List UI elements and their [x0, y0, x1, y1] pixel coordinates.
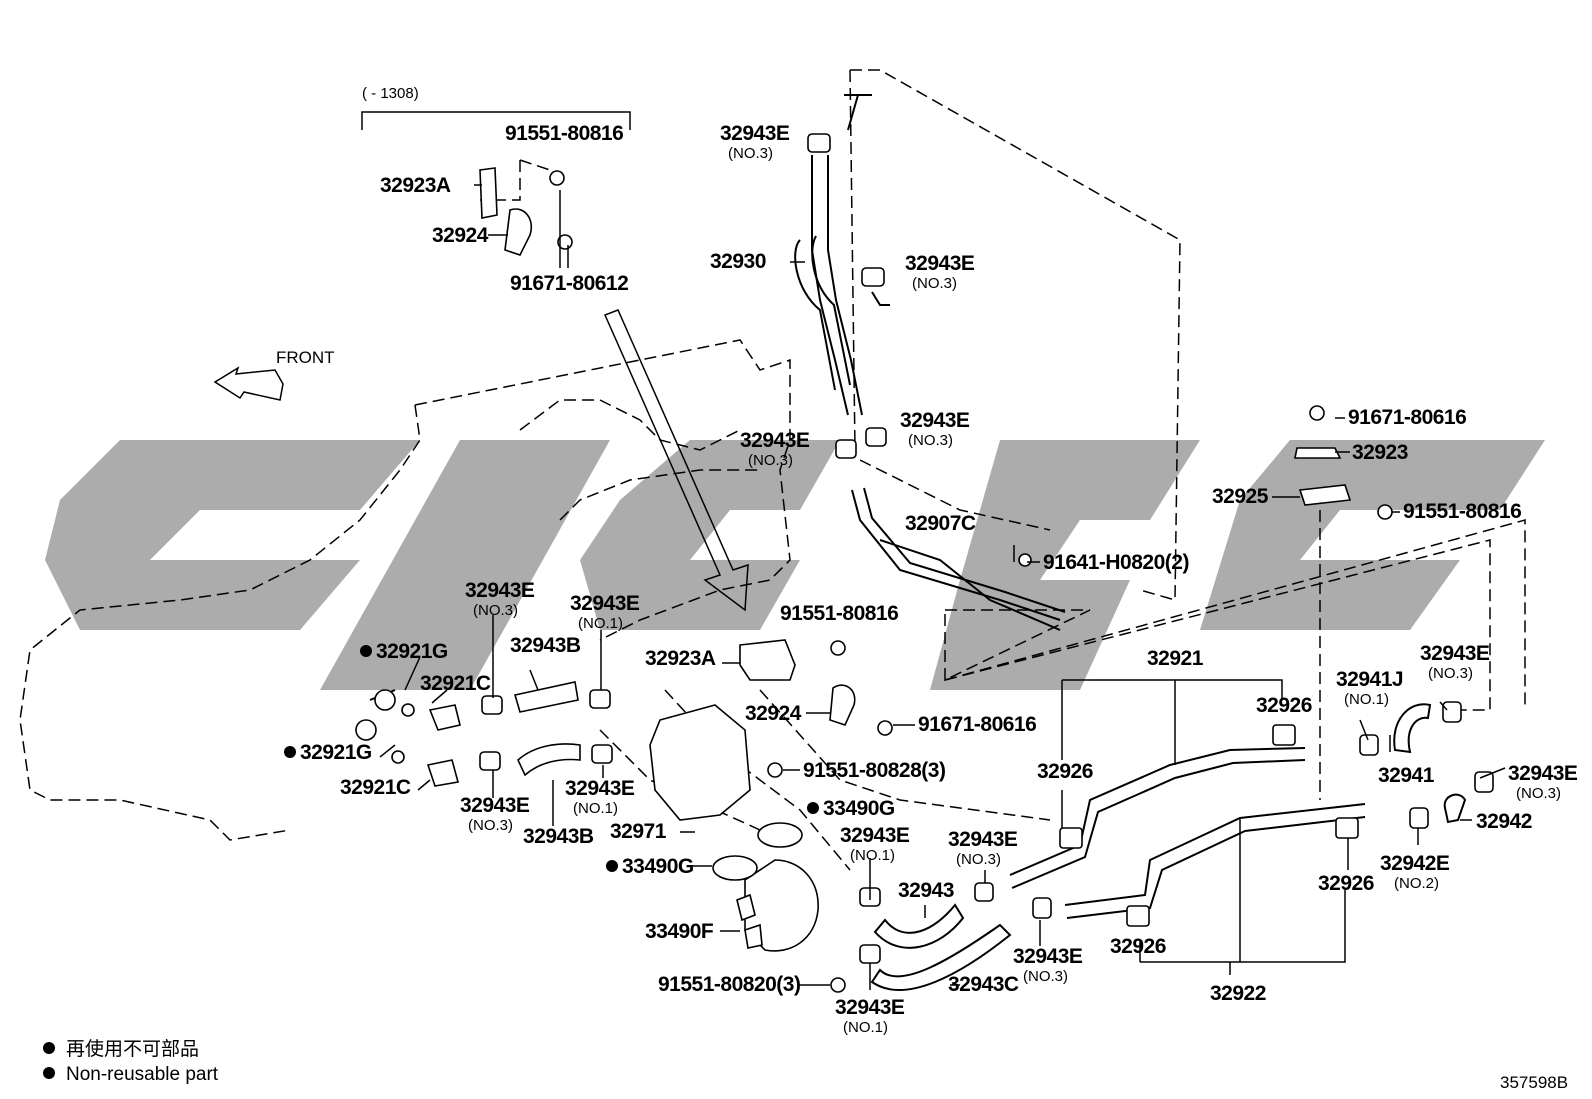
pipes-32921-32922 — [1009, 724, 1366, 927]
label-32943c: 32943C — [948, 973, 1019, 996]
label-32921g-b: 32921G — [300, 741, 372, 764]
label-91551-80816-b: 91551-80816 — [1403, 500, 1521, 523]
pipe-32907c — [851, 487, 1066, 631]
label-32942e: 32942E — [1380, 852, 1450, 875]
label-32943e-1: 32943E — [720, 122, 790, 145]
label-32921: 32921 — [1147, 647, 1204, 670]
label-32941j: 32941J — [1336, 668, 1403, 691]
front-label: FRONT — [276, 348, 335, 367]
label-32926-a: 32926 — [1256, 694, 1312, 717]
label-32926-d: 32926 — [1110, 935, 1166, 958]
label-91641-h0820: 91641-H0820(2) — [1043, 551, 1189, 574]
label-32943e-11-sub: (NO.3) — [956, 851, 1001, 868]
label-32943b-b: 32943B — [523, 825, 594, 848]
label-91671-80616-a: 91671-80616 — [1348, 406, 1466, 429]
drawing-number: 357598B — [1500, 1073, 1568, 1092]
legend-bullet-icon — [43, 1067, 55, 1079]
bracket-note: ( - 1308) — [362, 85, 419, 102]
label-32926-c: 32926 — [1318, 872, 1374, 895]
label-32943e-6: 32943E — [570, 592, 640, 615]
label-32943e-2-sub: (NO.3) — [912, 275, 957, 292]
non-reusable-bullet-icon — [807, 802, 819, 814]
legend: 再使用不可部品 Non-reusable part — [43, 1038, 219, 1085]
label-32943e-10: 32943E — [840, 824, 910, 847]
label-32924-b: 32924 — [745, 702, 802, 725]
label-32943e-4-sub: (NO.3) — [748, 452, 793, 469]
clamps-upper — [807, 133, 887, 459]
label-32943e-2: 32943E — [905, 252, 975, 275]
front-arrow-icon — [213, 366, 284, 401]
label-32923a-b: 32923A — [645, 647, 716, 670]
label-32943: 32943 — [898, 879, 954, 902]
label-91671-80616-b: 91671-80616 — [918, 713, 1036, 736]
label-32943e-14-sub: (NO.1) — [843, 1019, 888, 1036]
label-32943e-3: 32943E — [900, 409, 970, 432]
label-32943e-7-sub: (NO.3) — [1428, 665, 1473, 682]
label-32930: 32930 — [710, 250, 766, 273]
hoses-left — [355, 681, 613, 787]
label-32943b-a: 32943B — [510, 634, 581, 657]
label-32943e-12: 32943E — [1508, 762, 1578, 785]
label-32943e-14: 32943E — [835, 996, 905, 1019]
label-33490f: 33490F — [645, 920, 714, 943]
leader-lines — [379, 184, 1506, 990]
non-reusable-bullet-icon — [360, 645, 372, 657]
label-32922: 32922 — [1210, 982, 1266, 1005]
bracket-32923a-top — [479, 167, 573, 256]
label-32942: 32942 — [1476, 810, 1532, 833]
direction-arrow — [603, 309, 749, 612]
label-32941j-sub: (NO.1) — [1344, 691, 1389, 708]
label-32943e-5-sub: (NO.3) — [473, 602, 518, 619]
label-32942e-sub: (NO.2) — [1394, 875, 1439, 892]
non-reusable-bullet-icon — [284, 746, 296, 758]
legend-item-en: Non-reusable part — [66, 1064, 219, 1085]
label-33490g-b: 33490G — [622, 855, 694, 878]
thermostat-housing — [649, 639, 893, 993]
label-32943e-7: 32943E — [1420, 642, 1490, 665]
label-32943e-3-sub: (NO.3) — [908, 432, 953, 449]
label-32907c: 32907C — [905, 512, 976, 535]
label-32943e-10-sub: (NO.1) — [850, 847, 895, 864]
label-32943e-1-sub: (NO.3) — [728, 145, 773, 162]
label-32924-a: 32924 — [432, 224, 489, 247]
label-32943e-8: 32943E — [460, 794, 530, 817]
label-32943e-5: 32943E — [465, 579, 535, 602]
label-32943e-13-sub: (NO.3) — [1023, 968, 1068, 985]
label-91551-80816-a: 91551-80816 — [505, 122, 623, 145]
watermark-logo — [45, 440, 1545, 690]
label-32971: 32971 — [610, 820, 667, 843]
label-32943e-9-sub: (NO.1) — [573, 800, 618, 817]
bracket-32923-32925 — [1294, 405, 1393, 520]
label-33490g-a: 33490G — [823, 797, 895, 820]
legend-bullet-icon — [43, 1042, 55, 1054]
label-32943e-4: 32943E — [740, 429, 810, 452]
label-91551-80828: 91551-80828(3) — [803, 759, 945, 782]
label-32943e-8-sub: (NO.3) — [468, 817, 513, 834]
label-91551-80816-c: 91551-80816 — [780, 602, 898, 625]
label-91671-80612: 91671-80612 — [510, 272, 628, 295]
label-32921g-a: 32921G — [376, 640, 448, 663]
label-32926-b: 32926 — [1037, 760, 1093, 783]
bracket-group — [361, 111, 631, 130]
label-32923a-a: 32923A — [380, 174, 451, 197]
label-32943e-12-sub: (NO.3) — [1516, 785, 1561, 802]
non-reusable-bullet-icon — [606, 860, 618, 872]
label-32943e-11: 32943E — [948, 828, 1018, 851]
label-32943e-6-sub: (NO.1) — [578, 615, 623, 632]
hose-32930 — [794, 94, 890, 416]
label-32925: 32925 — [1212, 485, 1269, 508]
label-32941: 32941 — [1378, 764, 1435, 787]
hoses-right — [1359, 701, 1494, 829]
label-32921c-a: 32921C — [420, 672, 491, 695]
legend-item-ja: 再使用不可部品 — [66, 1038, 199, 1060]
label-32943e-13: 32943E — [1013, 945, 1083, 968]
label-32923: 32923 — [1352, 441, 1408, 464]
label-91551-80820: 91551-80820(3) — [658, 973, 800, 996]
label-32921c-b: 32921C — [340, 776, 411, 799]
label-32943e-9: 32943E — [565, 777, 635, 800]
